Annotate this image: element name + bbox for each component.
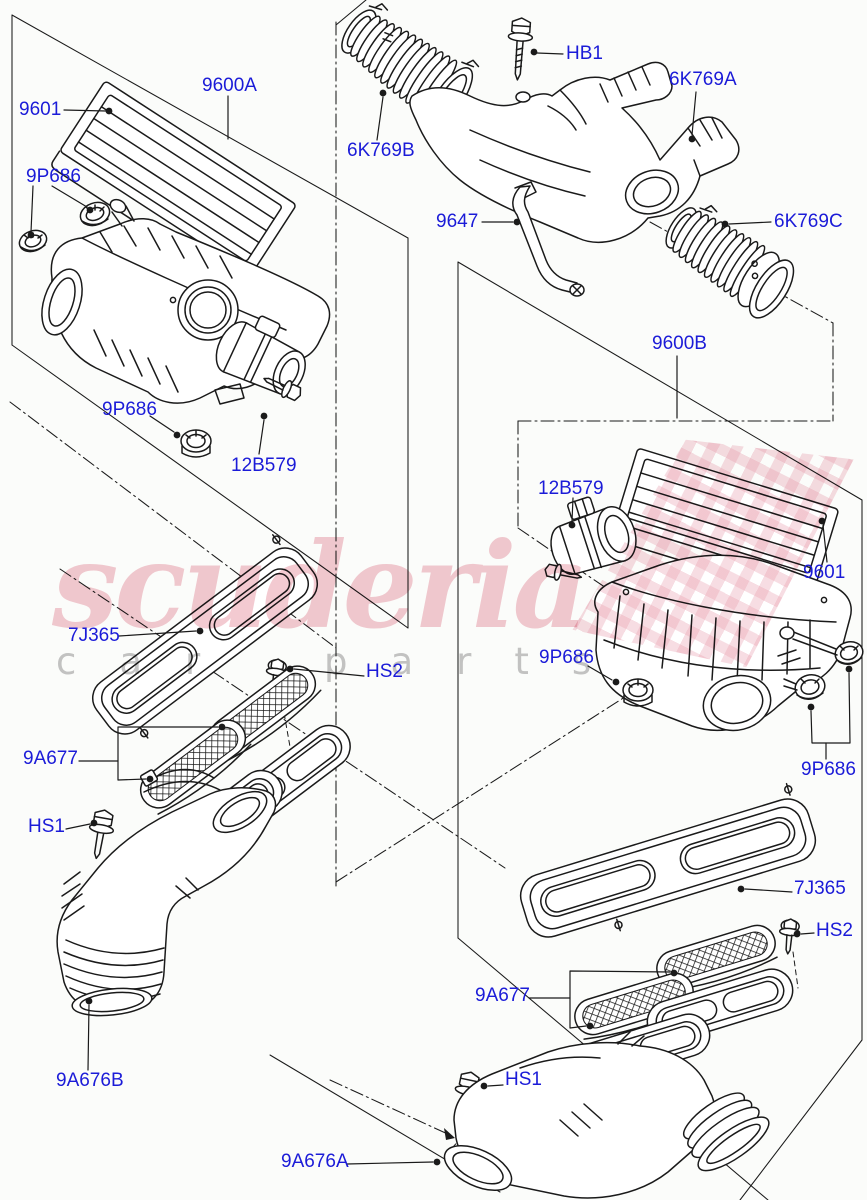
part-label-7J365-right: 7J365: [794, 878, 846, 899]
part-label-9601-left: 9601: [19, 99, 62, 120]
grommet-right-upper-drawing: [779, 626, 864, 665]
intake-duct-9A676B-drawing: [56, 768, 277, 1017]
maf-screw-right-drawing: [544, 563, 583, 581]
grommet-left-bottom-drawing: [180, 429, 212, 458]
part-label-HS2-right: HS2: [816, 920, 853, 941]
part-label-7J365-left: 7J365: [68, 625, 120, 646]
part-label-12B579-right: 12B579: [538, 478, 604, 499]
support-bracket-9647-drawing: [512, 181, 585, 297]
part-label-9P686-left: 9P686: [102, 399, 157, 420]
part-label-9600A: 9600A: [202, 75, 257, 96]
intake-duct-9A676A-drawing: [443, 1031, 770, 1199]
part-label-9601-right: 9601: [803, 562, 846, 583]
bolt-HB1-drawing: [507, 17, 534, 81]
scoop-cover-7J365-left-drawing: [91, 534, 319, 739]
maf-sensor-right-drawing: [550, 496, 637, 576]
maf-sensor-left-drawing: [215, 315, 306, 396]
part-label-6K769B: 6K769B: [347, 140, 415, 161]
grille-mesh-right-upper-drawing: [656, 924, 778, 992]
part-label-9A677-right: 9A677: [475, 985, 530, 1006]
air-filter-element-left-drawing: [51, 81, 296, 289]
part-label-6K769A: 6K769A: [669, 69, 737, 90]
screw-HS1-left-drawing: [88, 809, 115, 860]
part-label-HS2-left: HS2: [366, 661, 403, 682]
grommet-mid-drawing: [622, 678, 654, 707]
grille-mesh-right-lower-drawing: [574, 972, 696, 1040]
part-label-HB1: HB1: [566, 43, 603, 64]
part-label-9A677-left: 9A677: [23, 748, 78, 769]
part-label-9647: 9647: [436, 211, 479, 232]
part-label-6K769C: 6K769C: [774, 211, 843, 232]
grommet-left-lower-drawing: [18, 229, 48, 253]
part-label-9A676A: 9A676A: [281, 1151, 349, 1172]
corrugated-duct-6K769C-drawing: [665, 204, 795, 319]
leader-lines: [27, 48, 853, 1166]
maf-screw-left-drawing: [263, 377, 302, 402]
screw-HS2-right-drawing: [778, 918, 801, 955]
scoop-cover-7J365-right-drawing: [519, 782, 817, 938]
part-label-9P686-topleft: 9P686: [26, 166, 81, 187]
part-label-9P686-right: 9P686: [801, 759, 856, 780]
part-label-HS1-left: HS1: [28, 816, 65, 837]
part-label-9A676B: 9A676B: [56, 1070, 124, 1091]
intake-y-duct-6K769A-drawing: [409, 61, 740, 243]
part-label-9600B: 9600B: [652, 333, 707, 354]
part-label-9P686-mid: 9P686: [539, 647, 594, 668]
part-label-HS1-right: HS1: [505, 1069, 542, 1090]
part-label-12B579-left: 12B579: [231, 455, 297, 476]
grommet-right-lower-drawing: [783, 674, 826, 700]
